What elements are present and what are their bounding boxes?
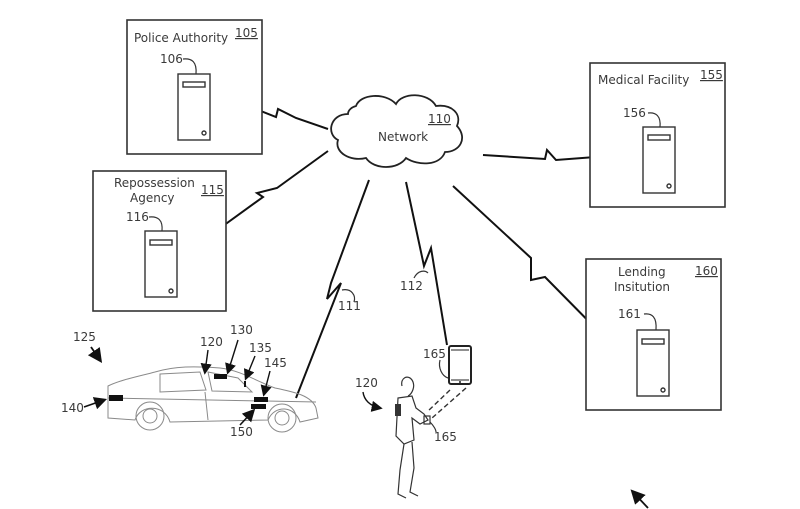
- component-ref-150: 150: [230, 425, 253, 439]
- component-ref-145: 145: [264, 356, 287, 370]
- component-ref-140: 140: [61, 401, 84, 415]
- medical-server-ref: 156: [623, 106, 646, 120]
- vehicle-ref-arrow: [87, 346, 103, 363]
- link-ref-112: 112: [400, 270, 429, 293]
- police-authority-label: Police Authority: [134, 31, 228, 45]
- police-server-ref: 106: [160, 52, 183, 66]
- network-cloud: Network 110: [330, 94, 463, 168]
- vehicle: 125 120 130 135 145 140 150: [61, 323, 319, 439]
- mobile-phone-icon: [448, 345, 472, 385]
- lending-ref: 160: [695, 264, 718, 278]
- component-ref-135: 135: [249, 341, 272, 355]
- police-authority-ref: 105: [235, 26, 258, 40]
- repossession-label-line2: Agency: [130, 191, 175, 205]
- handheld-ref-leader: [429, 421, 437, 433]
- user-ref-arrow: [362, 391, 383, 412]
- repossession-label-line1: Repossession: [114, 176, 195, 190]
- arrow-150: [239, 408, 256, 426]
- server-icon: [642, 126, 676, 194]
- vehicle-ref: 125: [73, 330, 96, 344]
- phone-ref-leader: [438, 359, 449, 379]
- person-icon: [395, 376, 429, 499]
- link-ref-111-text: 111: [338, 299, 361, 313]
- repossession-agency-box: Repossession Agency 115 116: [92, 170, 227, 312]
- stray-arrow: [630, 489, 649, 509]
- repossession-ref: 115: [201, 183, 224, 197]
- medical-facility-label: Medical Facility: [598, 73, 689, 87]
- repossession-link: [204, 150, 329, 240]
- handheld-ref: 165: [434, 430, 457, 444]
- component-ref-120: 120: [200, 335, 223, 349]
- medical-facility-box: Medical Facility 155 156: [589, 62, 726, 208]
- lending-institution-box: Lending Insitution 160 161: [585, 258, 722, 411]
- lending-server-ref: 161: [618, 307, 641, 321]
- arrow-135: [243, 355, 256, 381]
- component-ref-130: 130: [230, 323, 253, 337]
- signal-beam: [426, 387, 467, 419]
- component-150: [251, 404, 266, 409]
- network-ref: 110: [428, 112, 451, 126]
- phone-ref: 165: [423, 347, 446, 361]
- repossession-server-ref: 116: [126, 210, 149, 224]
- arrow-120: [200, 349, 212, 375]
- user-ref: 120: [355, 376, 378, 390]
- server-icon: [144, 230, 178, 298]
- lending-label-line2: Insitution: [614, 280, 670, 294]
- network-label: Network: [378, 130, 428, 144]
- lending-link: [452, 185, 618, 351]
- user-with-device: 120 165 165: [355, 345, 472, 499]
- arrow-145: [260, 370, 272, 397]
- medical-facility-ref: 155: [700, 68, 723, 82]
- server-icon: [177, 73, 211, 141]
- link-ref-111: 111: [338, 289, 361, 313]
- server-icon: [636, 329, 670, 397]
- arrow-130: [225, 339, 239, 375]
- police-authority-box: Police Authority 105 106: [126, 19, 263, 155]
- component-135: [244, 381, 246, 387]
- link-ref-112-text: 112: [400, 279, 423, 293]
- handheld-device-icon: [423, 415, 431, 425]
- medical-link: [482, 147, 623, 162]
- arrow-140: [83, 397, 108, 410]
- component-145: [254, 397, 268, 402]
- vehicle-link: [295, 179, 370, 399]
- lending-label-line1: Lending: [618, 265, 666, 279]
- component-130: [214, 374, 227, 379]
- component-140: [109, 395, 123, 401]
- car-icon: [107, 366, 319, 433]
- mobile-link: [405, 181, 448, 346]
- links: [204, 97, 623, 399]
